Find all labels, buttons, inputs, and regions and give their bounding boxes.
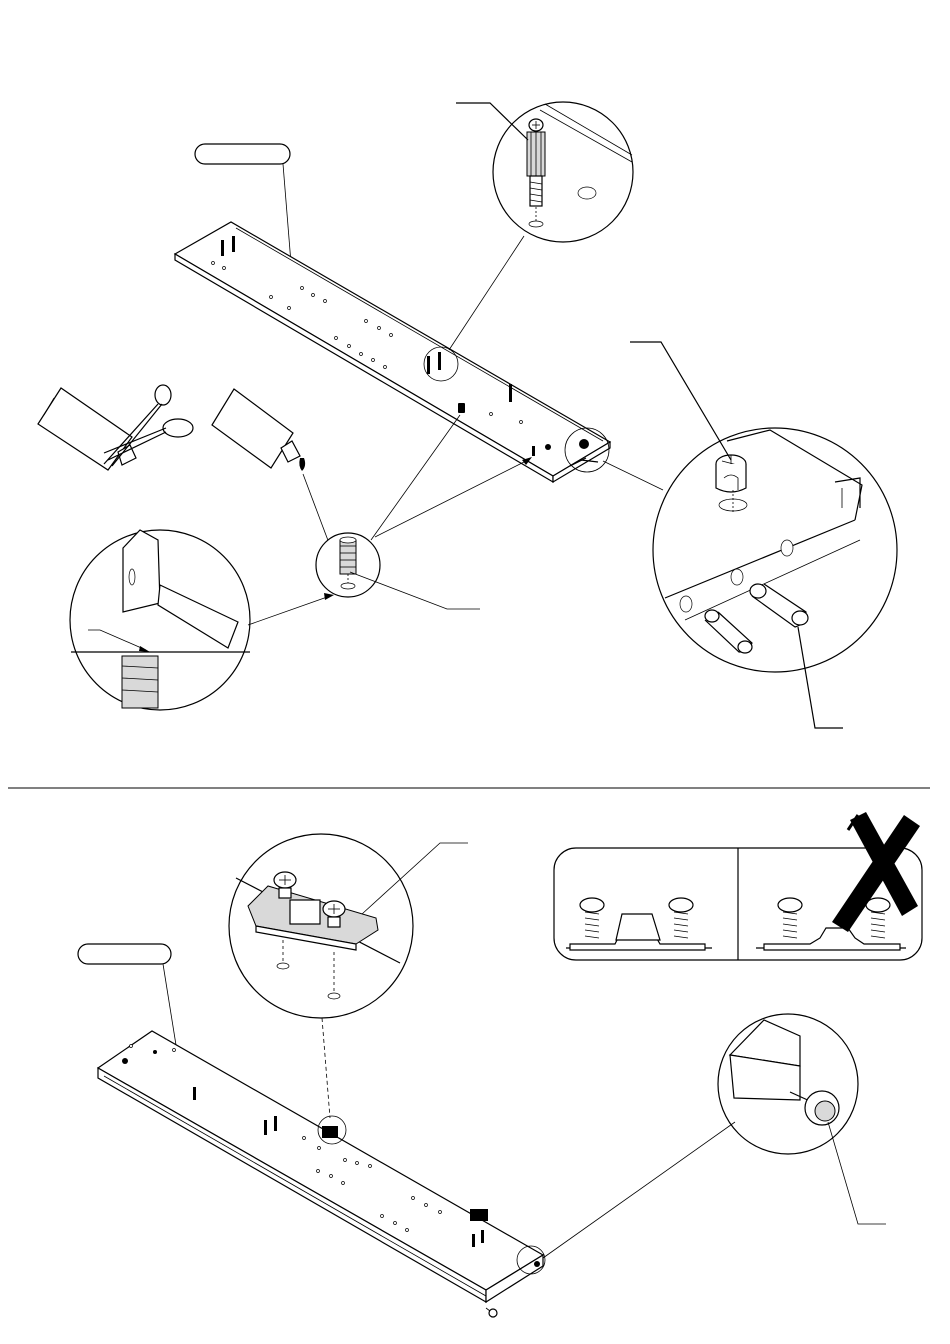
step-top (38, 102, 897, 728)
cam-lock-icon (716, 455, 747, 512)
correct-mounting-icon (566, 898, 712, 950)
step-bottom (78, 812, 922, 1317)
wrong-mounting-cross-icon (832, 812, 920, 932)
wrong-mounting-icon (756, 898, 906, 950)
mounting-comparison (554, 812, 922, 960)
insert-in-panel-icon (122, 656, 158, 708)
glide-nail-callout (543, 1014, 886, 1258)
cam-bolt-callout (449, 102, 633, 350)
glue-tube-icon (212, 389, 305, 471)
bottom-panel (98, 1031, 545, 1317)
cam-lock-callout (603, 342, 897, 728)
hammer-callout (70, 530, 334, 710)
glue-tube-icon (38, 388, 136, 470)
hinge-plate-callout (229, 834, 468, 1118)
